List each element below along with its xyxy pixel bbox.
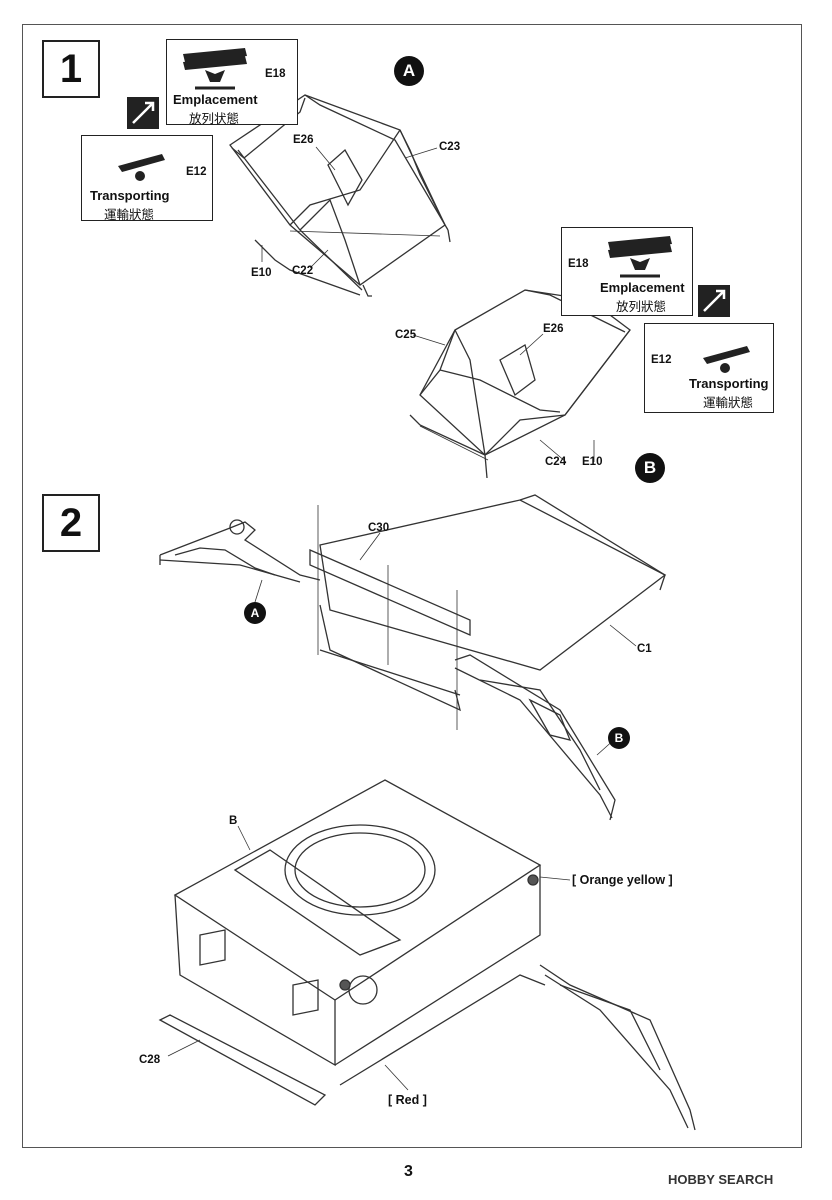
chassis-tray-drawing — [309, 494, 667, 730]
watermark: HOBBY SEARCH — [668, 1172, 774, 1187]
marker-b: B — [635, 453, 665, 483]
emplacement-box-a: E18 Emplacement 放列状態 — [166, 39, 298, 126]
part-e26-label: E26 — [543, 323, 564, 335]
transporting-jp-label: 運輸狀態 — [703, 395, 754, 410]
part-b-label: B — [229, 815, 238, 827]
emplacement-box-b: E18 Emplacement 放列狀態 — [561, 227, 693, 316]
transporting-box-a: E12 Transporting 運輸狀態 — [81, 135, 213, 222]
red-dot — [339, 979, 351, 991]
frame-a-drawing — [229, 94, 451, 297]
transporting-box-b: E12 Transporting 運輸狀態 — [644, 323, 774, 413]
part-c30-label: C30 — [368, 522, 390, 534]
step-number-1: 1 — [42, 40, 100, 98]
part-e12-label: E12 — [186, 166, 207, 178]
part-e26-label: E26 — [293, 134, 314, 146]
arm-a-drawing — [159, 519, 321, 583]
marker-a: A — [394, 56, 424, 86]
part-e10-label: E10 — [251, 267, 272, 279]
emplacement-label: Emplacement — [600, 280, 685, 295]
part-e10-label: E10 — [582, 456, 603, 468]
frame-b-drawing — [409, 289, 631, 479]
launcher-transport-icon — [118, 154, 165, 181]
launcher-emplacement-icon — [183, 48, 247, 90]
arm-b-drawing — [454, 654, 616, 821]
emplacement-label: Emplacement — [173, 92, 258, 107]
page-number: 3 — [404, 1163, 413, 1180]
marker-b-small: B — [608, 727, 630, 749]
part-e12-label: E12 — [651, 354, 672, 366]
switch-arrow-icons — [127, 97, 730, 317]
transporting-label: Transporting — [90, 188, 170, 203]
part-c24-label: C24 — [545, 456, 567, 468]
part-c25-label: C25 — [395, 329, 417, 341]
part-c1-label: C1 — [637, 643, 652, 655]
part-e18-label: E18 — [265, 68, 286, 80]
color-orange-yellow-label: [ Orange yellow ] — [572, 873, 673, 887]
part-c28-label: C28 — [139, 1054, 161, 1066]
step-number-2: 2 — [42, 494, 100, 552]
launcher-transport-icon — [703, 346, 750, 373]
orange-yellow-dot — [527, 874, 539, 886]
transporting-label: Transporting — [689, 376, 769, 391]
part-e18-label: E18 — [568, 258, 589, 270]
color-red-label: [ Red ] — [388, 1093, 427, 1107]
page-frame — [22, 24, 802, 1148]
part-c23-label: C23 — [439, 141, 461, 153]
emplacement-jp-label: 放列狀態 — [616, 299, 667, 314]
transporting-jp-label: 運輸狀態 — [104, 207, 155, 222]
launcher-emplacement-icon — [608, 236, 672, 278]
marker-a-small: A — [244, 602, 266, 624]
chassis-body-drawing — [158, 779, 696, 1131]
part-c22-label: C22 — [292, 265, 314, 277]
emplacement-jp-label: 放列状態 — [189, 111, 240, 126]
